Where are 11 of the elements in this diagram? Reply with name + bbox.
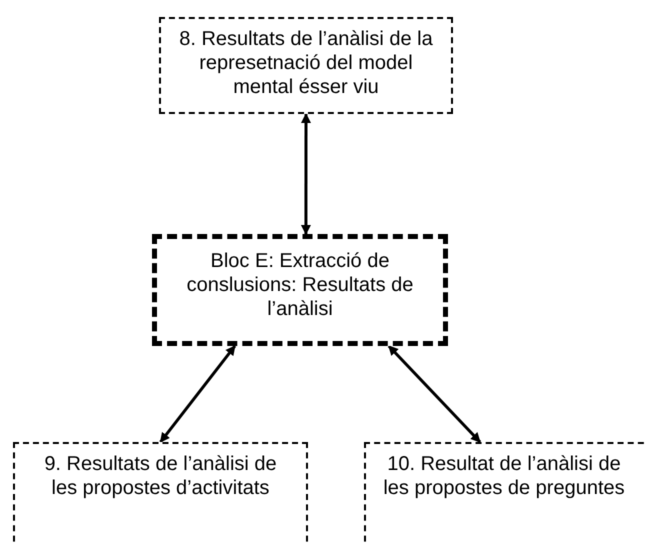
box-text: 10. Resultat de l’anàlisi de les propostes de preguntes <box>382 452 626 500</box>
box-text: Bloc E: Extracció de conslusions: Resultats de l’anàlisi <box>186 249 414 321</box>
dashed-box <box>152 234 448 346</box>
double-arrow <box>159 345 236 443</box>
double-arrow <box>300 113 311 235</box>
dashed-box <box>13 442 308 543</box>
box-text: 9. Resultats de l’anàlisi de les propostes d’activitats <box>43 452 278 500</box>
dashed-box <box>159 17 453 114</box>
box-text: 8. Resultats de l’anàlisi de la represetnació del model mental ésser viu <box>179 27 433 99</box>
dashed-box <box>364 442 645 543</box>
double-arrow <box>388 344 482 444</box>
